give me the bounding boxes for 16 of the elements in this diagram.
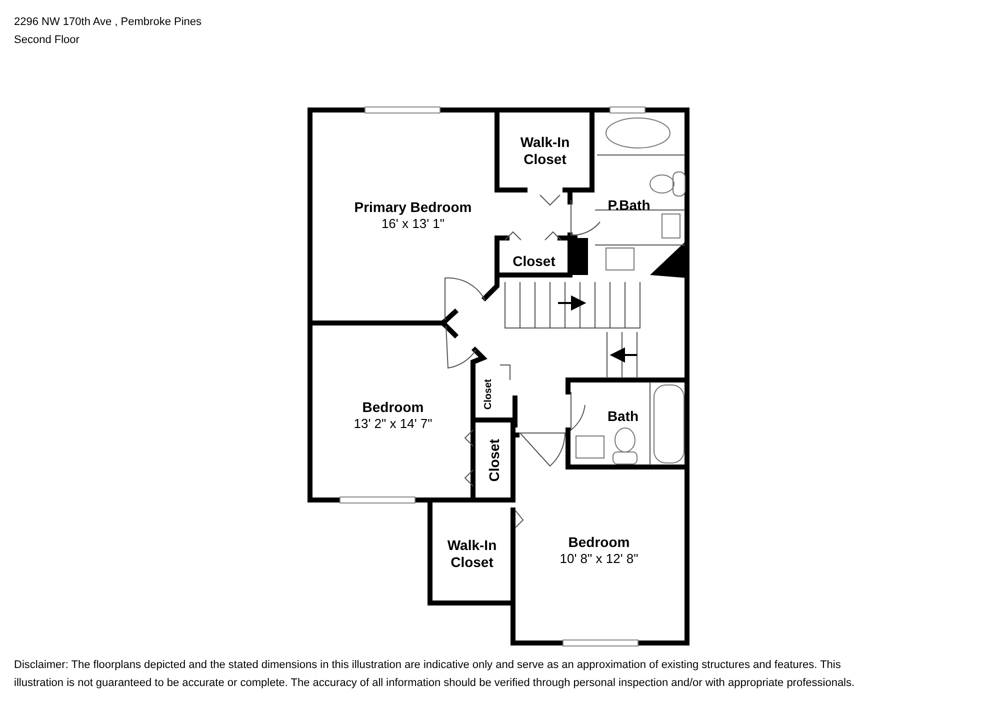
address-title: 2296 NW 170th Ave , Pembroke Pines — [14, 15, 202, 29]
room-name: Closet — [486, 438, 502, 482]
floor-label: Second Floor — [14, 33, 80, 47]
room-name: Bath — [607, 408, 639, 424]
room-name: Primary Bedroom — [354, 198, 472, 216]
disclaimer-text: Disclaimer: The floorplans depicted and the stated dimensions in this illustration are indicative only and serve as an approximation of existing structures and features. This illustration is not guaranteed to be accurate or complete. The accuracy of all information should be verified through personal inspection and/or with appropriate professionals. — [14, 658, 856, 691]
room-name: Bedroom — [568, 534, 630, 550]
room-name: P.Bath — [608, 196, 650, 214]
room-dimensions: 13' 2" x 14' 7" — [354, 416, 432, 432]
room-name: Closet — [512, 252, 556, 270]
room-name: Walk-In Closet — [519, 134, 571, 168]
room-name: Closet — [482, 378, 494, 410]
room-name: Walk-In Closet — [446, 537, 498, 571]
room-name: Bedroom — [362, 398, 424, 416]
room-dimensions: 16' x 13' 1" — [381, 216, 445, 232]
room-dimensions: 10' 8" x 12' 8" — [560, 550, 638, 566]
